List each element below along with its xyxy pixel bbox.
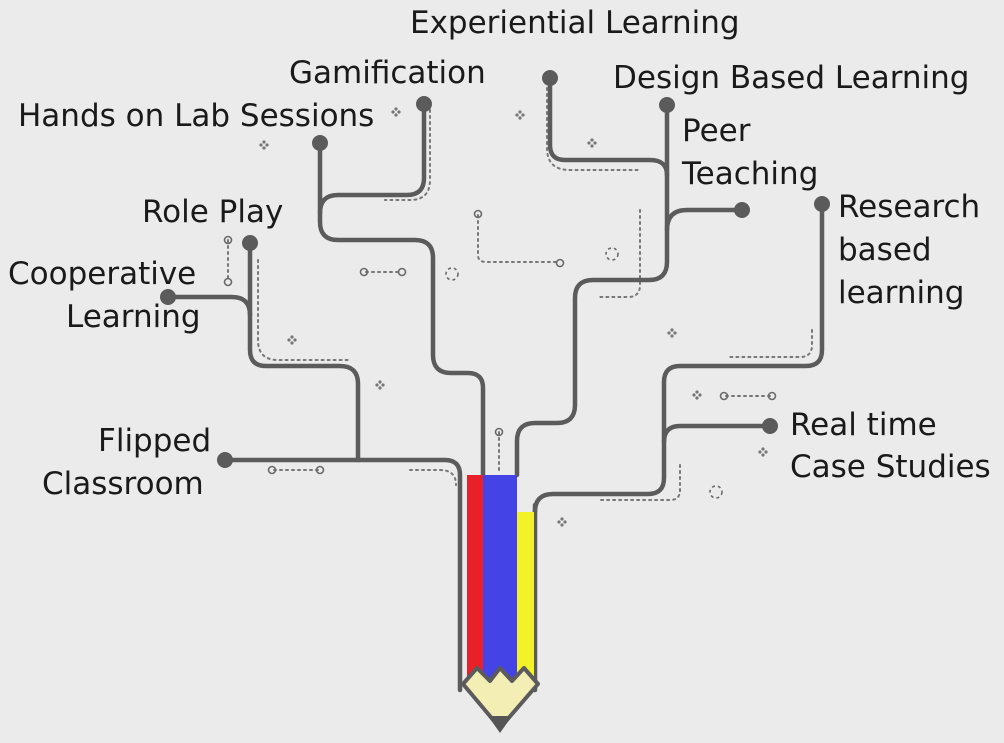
trace xyxy=(727,329,813,358)
node-real-time-case-studies xyxy=(762,418,778,434)
trace xyxy=(599,209,641,298)
node-role-play xyxy=(242,235,258,251)
pencil xyxy=(461,475,540,733)
trace-ring xyxy=(719,391,729,401)
branch-nodes xyxy=(160,70,830,468)
node-research-based-learning xyxy=(814,196,830,212)
branch-flipped-classroom xyxy=(222,457,463,693)
sparkle xyxy=(287,335,297,345)
trace xyxy=(384,109,431,201)
node-flipped-classroom xyxy=(217,452,233,468)
sparkle xyxy=(259,140,269,150)
branch-hands-on-lab xyxy=(317,140,486,478)
branch-research-based-learning xyxy=(532,201,825,515)
branch-gamification xyxy=(317,101,427,216)
trace-ring xyxy=(494,427,504,437)
trace-ring xyxy=(473,209,483,219)
sparkle xyxy=(692,390,702,400)
trace-ring xyxy=(223,277,233,287)
pencil-lead xyxy=(488,716,512,733)
decorative-traces xyxy=(227,87,813,501)
label-experiential-learning: Experiential Learning xyxy=(410,5,740,41)
pencil-stripe-yellow xyxy=(517,512,534,687)
node-peer-teaching xyxy=(734,202,750,218)
trace-ring xyxy=(767,391,777,401)
label-line: Peer xyxy=(682,113,751,149)
label-line: learning xyxy=(838,275,965,311)
label-line: Research xyxy=(838,189,981,225)
sparkle xyxy=(758,447,768,457)
decorative-sparkles xyxy=(259,107,768,527)
branch-role-play xyxy=(247,240,361,463)
label-line: Cooperative xyxy=(8,256,197,292)
label-line: based xyxy=(838,232,932,268)
branch-peer-teaching xyxy=(664,207,745,233)
node-experiential-learning xyxy=(542,70,558,86)
dashed-ring xyxy=(709,485,723,499)
label-line: Teaching xyxy=(682,156,819,192)
decorative-rings xyxy=(223,209,777,499)
trace xyxy=(599,464,681,501)
trace xyxy=(546,87,641,171)
label-hands-on-lab-sessions: Hands on Lab Sessions xyxy=(18,98,375,134)
label-gamification: Gamification xyxy=(289,55,486,91)
pencil-stripe-blue xyxy=(483,475,517,687)
dashed-ring xyxy=(445,267,459,281)
label-line: Learning xyxy=(66,299,201,335)
pencil-wood-tip xyxy=(461,666,540,730)
sparkle xyxy=(667,328,677,338)
trace-ring xyxy=(555,258,565,268)
trace xyxy=(257,259,351,361)
sparkle xyxy=(375,380,385,390)
sparkle xyxy=(587,138,597,148)
sparkle xyxy=(391,107,401,117)
node-design-based-learning xyxy=(659,97,675,113)
dashed-ring xyxy=(605,247,619,261)
label-line: Classroom xyxy=(42,466,204,502)
trace-ring xyxy=(267,465,277,475)
label-line: Real time xyxy=(790,407,937,443)
sparkle xyxy=(557,517,567,527)
trace xyxy=(477,214,557,263)
node-gamification xyxy=(416,96,432,112)
branches xyxy=(165,75,825,693)
label-role-play: Role Play xyxy=(142,194,284,230)
node-cooperative-learning xyxy=(160,289,176,305)
label-line: Case Studies xyxy=(790,449,991,485)
node-hands-on-lab xyxy=(312,135,328,151)
trace-ring xyxy=(315,465,325,475)
branch-cooperative-learning xyxy=(165,294,253,318)
trace-ring xyxy=(359,267,369,277)
trace xyxy=(409,469,457,486)
label-line: Flipped xyxy=(98,423,212,459)
trace-ring xyxy=(223,235,233,245)
pencil-stripe-red xyxy=(467,475,483,687)
sparkle xyxy=(515,110,525,120)
branch-real-time-case-studies xyxy=(661,423,773,445)
trace-ring xyxy=(397,267,407,277)
branch-design-based-learning xyxy=(514,102,670,478)
label-design-based-learning: Design Based Learning xyxy=(613,60,970,96)
